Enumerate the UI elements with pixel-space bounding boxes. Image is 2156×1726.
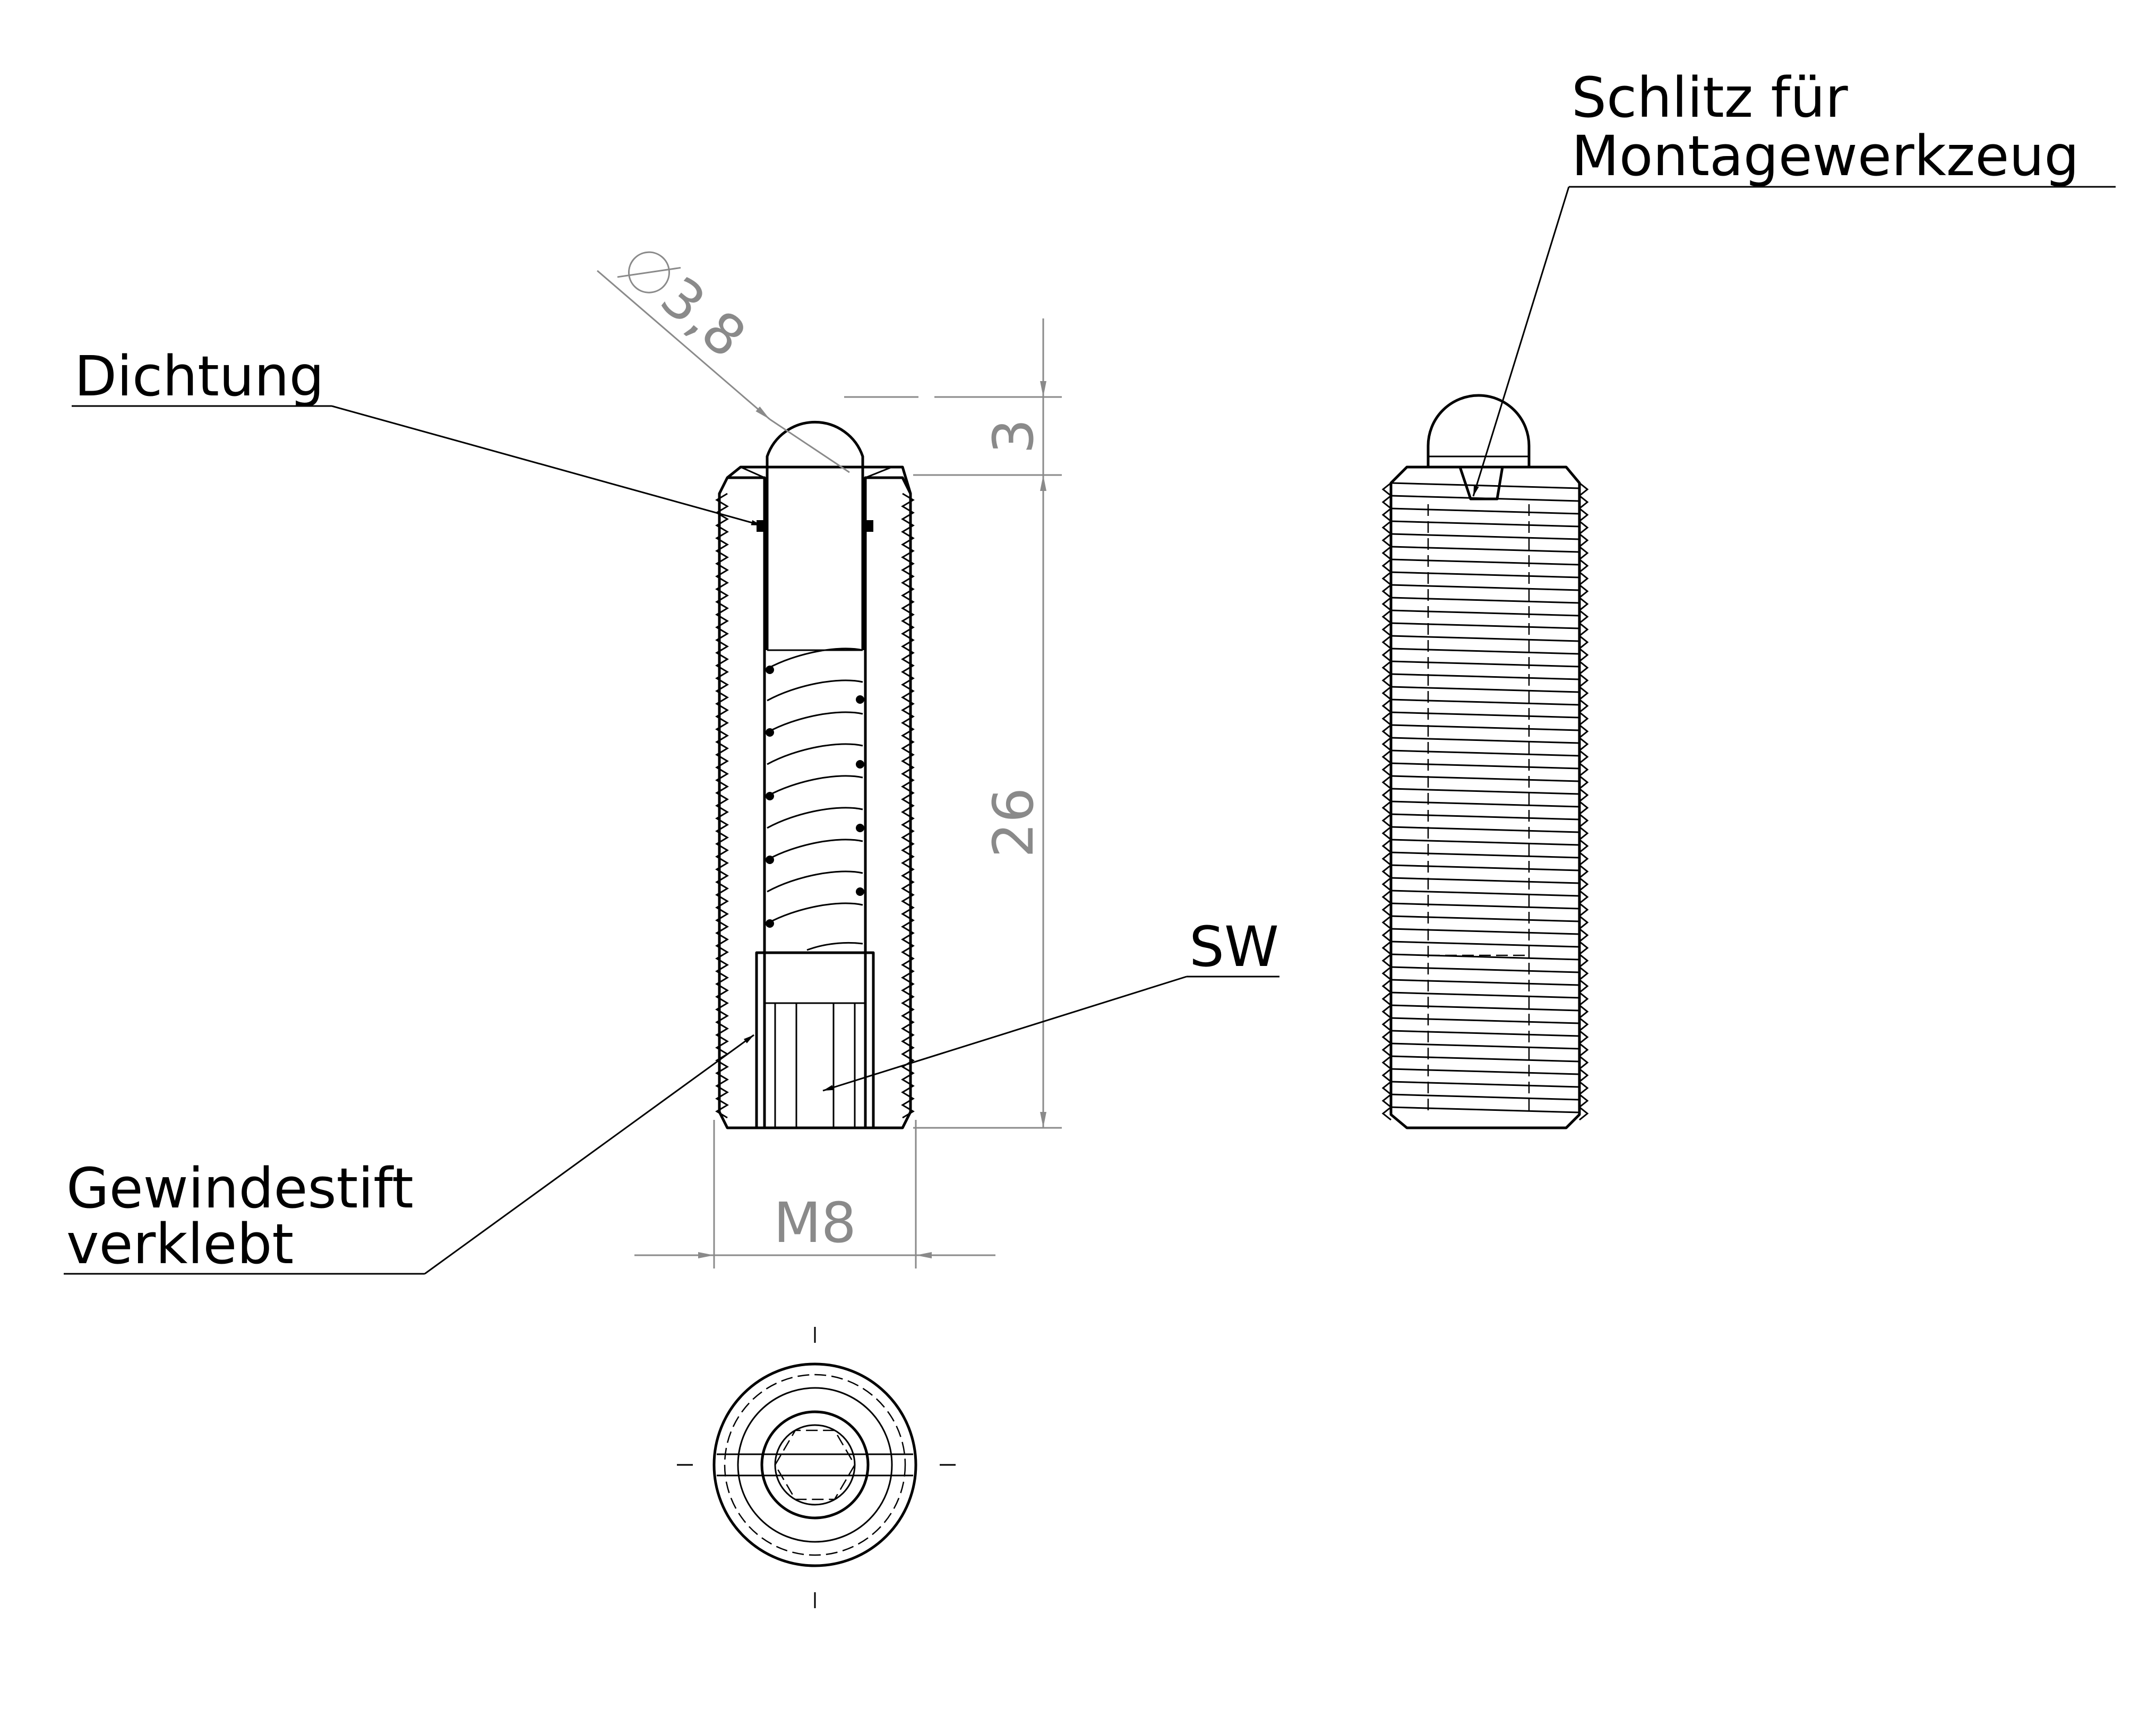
section-view (715, 420, 915, 1129)
thread-teeth (715, 493, 915, 1119)
dim-thread: M8 (774, 1190, 856, 1255)
label-sw: SW (1189, 914, 1279, 979)
dim-body-length: 26 (981, 788, 1046, 858)
seal-right (864, 520, 873, 532)
set-screw (755, 951, 875, 1129)
annotations: Dichtung Schlitz für Montagewerkzeug SW … (64, 65, 2116, 1276)
spring (767, 648, 863, 951)
end-outer-circle (712, 1362, 917, 1567)
dimensions: 3,8 3 26 M8 (597, 251, 1062, 1268)
label-gewindestift-1: Gewindestift (66, 1156, 414, 1221)
end-inner-circle (760, 1410, 870, 1520)
side-thread-lines (1381, 482, 1589, 1121)
dim-diameter: 3,8 (649, 264, 758, 370)
label-gewindestift-2: verklebt (66, 1212, 294, 1276)
hex-socket (774, 1429, 856, 1500)
side-pin (1427, 394, 1531, 467)
top-chamfer (740, 466, 892, 479)
side-view (1381, 394, 1589, 1129)
label-schlitz-2: Montagewerkzeug (1571, 124, 2079, 188)
plunger-pin (766, 420, 864, 650)
dim-tip-height: 3 (981, 419, 1046, 454)
side-body (1389, 465, 1581, 1129)
spring-dots (766, 666, 864, 928)
label-dichtung: Dichtung (74, 344, 324, 409)
end-view (677, 1327, 956, 1608)
top-rim (726, 465, 912, 494)
label-schlitz-1: Schlitz für (1571, 65, 1848, 130)
